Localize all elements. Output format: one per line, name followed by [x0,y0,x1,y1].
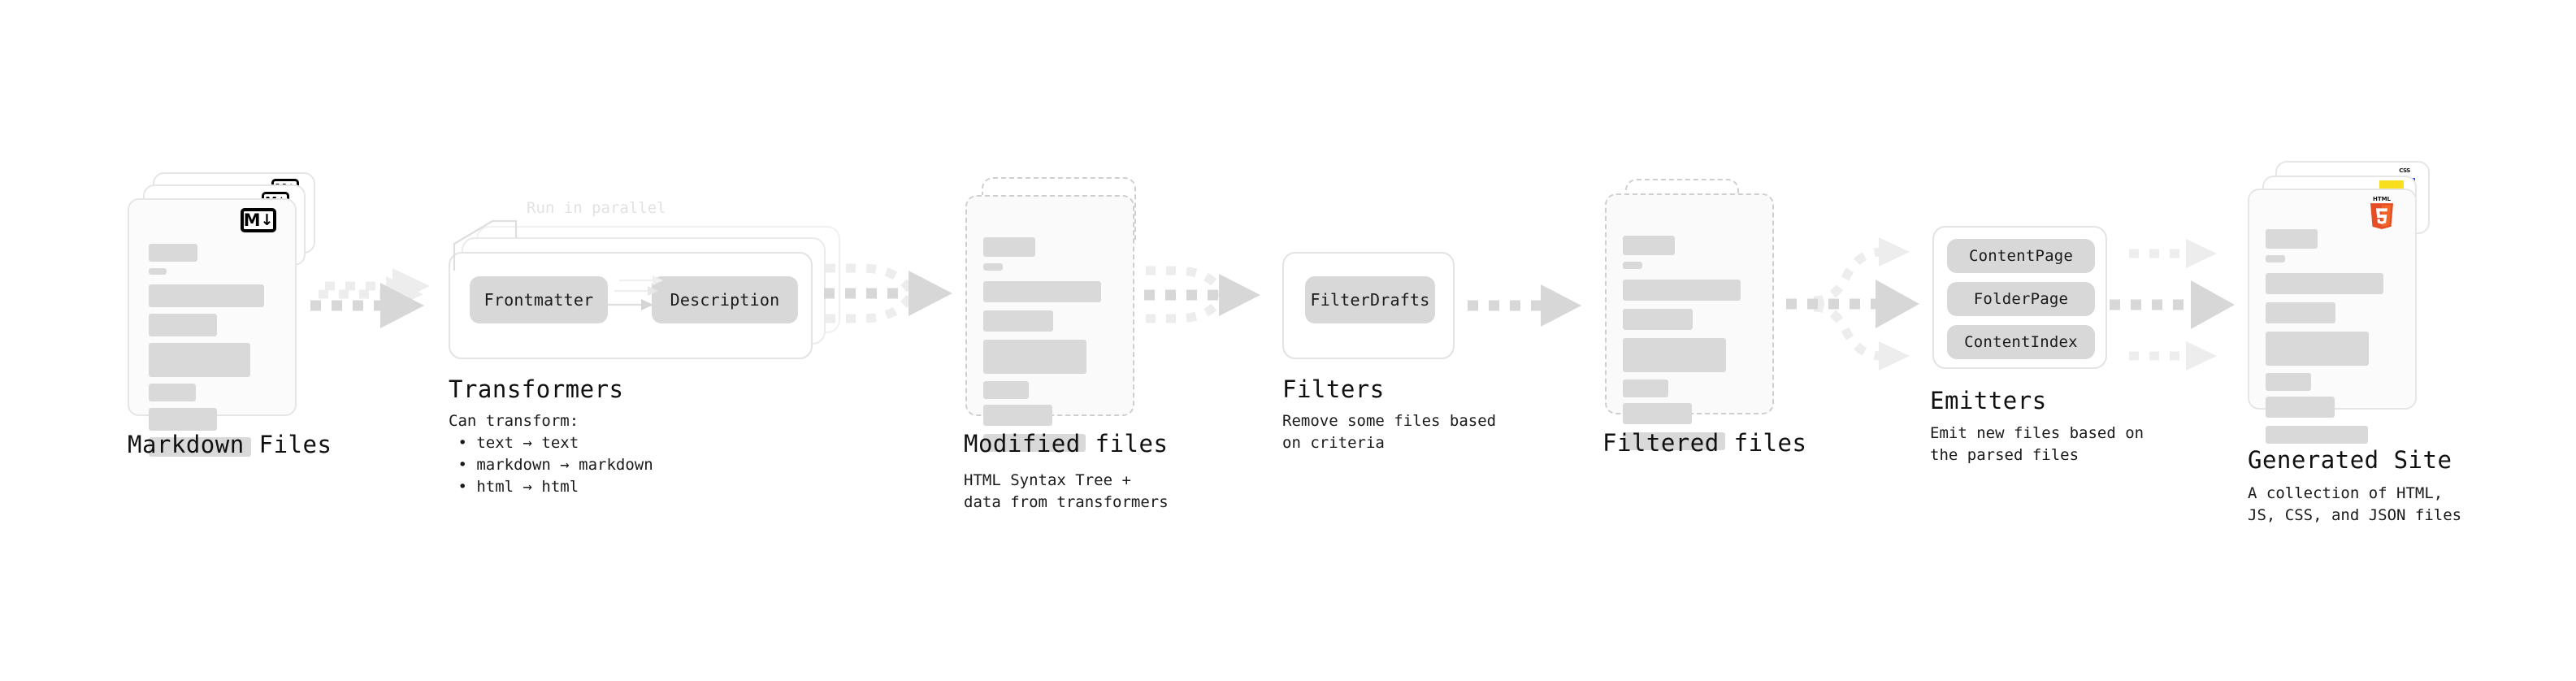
skeleton-line [2266,255,2285,262]
arrow-modified-files-to-filters [1144,266,1260,323]
skeleton-line [2266,373,2311,391]
stage-title-markdown-files: Markdown Files [128,431,332,458]
stage-caption-filters: Remove some files based on criteria [1282,412,1497,452]
transformers-box: Frontmatter Description [449,252,813,359]
skeleton-line [1623,432,1725,450]
stage-caption-transformers: Can transform: • text → text • markdown … [449,412,653,496]
transformers-parallel-note: Run in parallel [527,199,666,217]
stage-title-filtered-files: Filtered files [1602,429,1807,457]
transformer-chip-frontmatter[interactable]: Frontmatter [470,276,608,323]
skeleton-line [1623,403,1692,424]
skeleton-line [1623,236,1675,255]
skeleton-line [983,434,1086,452]
markdown-icon-arrow: ↓ [260,210,274,229]
skeleton-line [1623,262,1642,269]
skeleton-line [1623,338,1726,372]
filters-box: FilterDrafts [1282,252,1455,359]
emitters-box: ContentPage FolderPage ContentIndex [1932,226,2107,369]
stage-caption-modified-files: HTML Syntax Tree + data from transformer… [964,471,1169,511]
skeleton-line [149,343,250,377]
stage-title-emitters: Emitters [1930,387,2047,414]
stage-caption-generated-site: A collection of HTML, JS, CSS, and JSON … [2248,484,2462,524]
skeleton-line [983,237,1035,257]
markdown-file-card-front: M↓ [128,198,297,457]
arrow-filtered-files-to-emitters [1786,237,1919,371]
svg-text:HTML: HTML [2373,196,2392,202]
emitter-chip-contentindex[interactable]: ContentIndex [1947,325,2095,359]
skeleton-line [149,314,217,336]
skeleton-line [2266,302,2335,323]
stage-title-generated-site: Generated Site [2248,446,2452,474]
skeleton-line [2266,332,2369,366]
skeleton-line [983,405,1052,426]
arrow-transformers-to-modified-files [824,263,952,323]
skeleton-line [2266,397,2335,418]
skeleton-line [983,310,1053,332]
skeleton-line [1623,280,1741,301]
skeleton-line [149,437,251,457]
emitter-chip-folderpage[interactable]: FolderPage [1947,282,2095,316]
skeleton-line [149,268,167,275]
skeleton-line [983,381,1029,399]
filter-chip-filterdrafts[interactable]: FilterDrafts [1305,276,1435,323]
skeleton-line [2266,426,2368,444]
skeleton-line [149,284,264,307]
transformer-chip-description[interactable]: Description [652,276,798,323]
skeleton-line [149,408,217,431]
stage-title-transformers: Transformers [449,375,624,403]
skeleton-line [149,244,197,262]
skeleton-line [2266,273,2383,294]
skeleton-line [983,340,1086,374]
html5-icon: HTML [2370,196,2393,229]
skeleton-line [2266,229,2318,249]
arrow-filters-to-filtered-files [1468,284,1581,327]
markdown-icon-letter: M [243,210,261,230]
markdown-icon: M↓ [241,208,276,232]
stage-title-filters: Filters [1282,375,1385,403]
emitter-chip-contentpage[interactable]: ContentPage [1947,239,2095,273]
filtered-file-card-front [1605,193,1774,450]
skeleton-line [983,263,1003,271]
arrow-markdown-to-transformers [310,268,430,328]
modified-file-card-front [965,195,1134,452]
arrow-emitters-to-generated-site [2110,239,2235,371]
stage-caption-emitters: Emit new files based on the parsed files [1930,424,2144,464]
skeleton-line [983,281,1101,302]
stage-title-modified-files: Modified files [964,430,1169,458]
skeleton-line [1623,309,1693,330]
skeleton-line [149,384,196,401]
skeleton-line [1623,380,1668,397]
